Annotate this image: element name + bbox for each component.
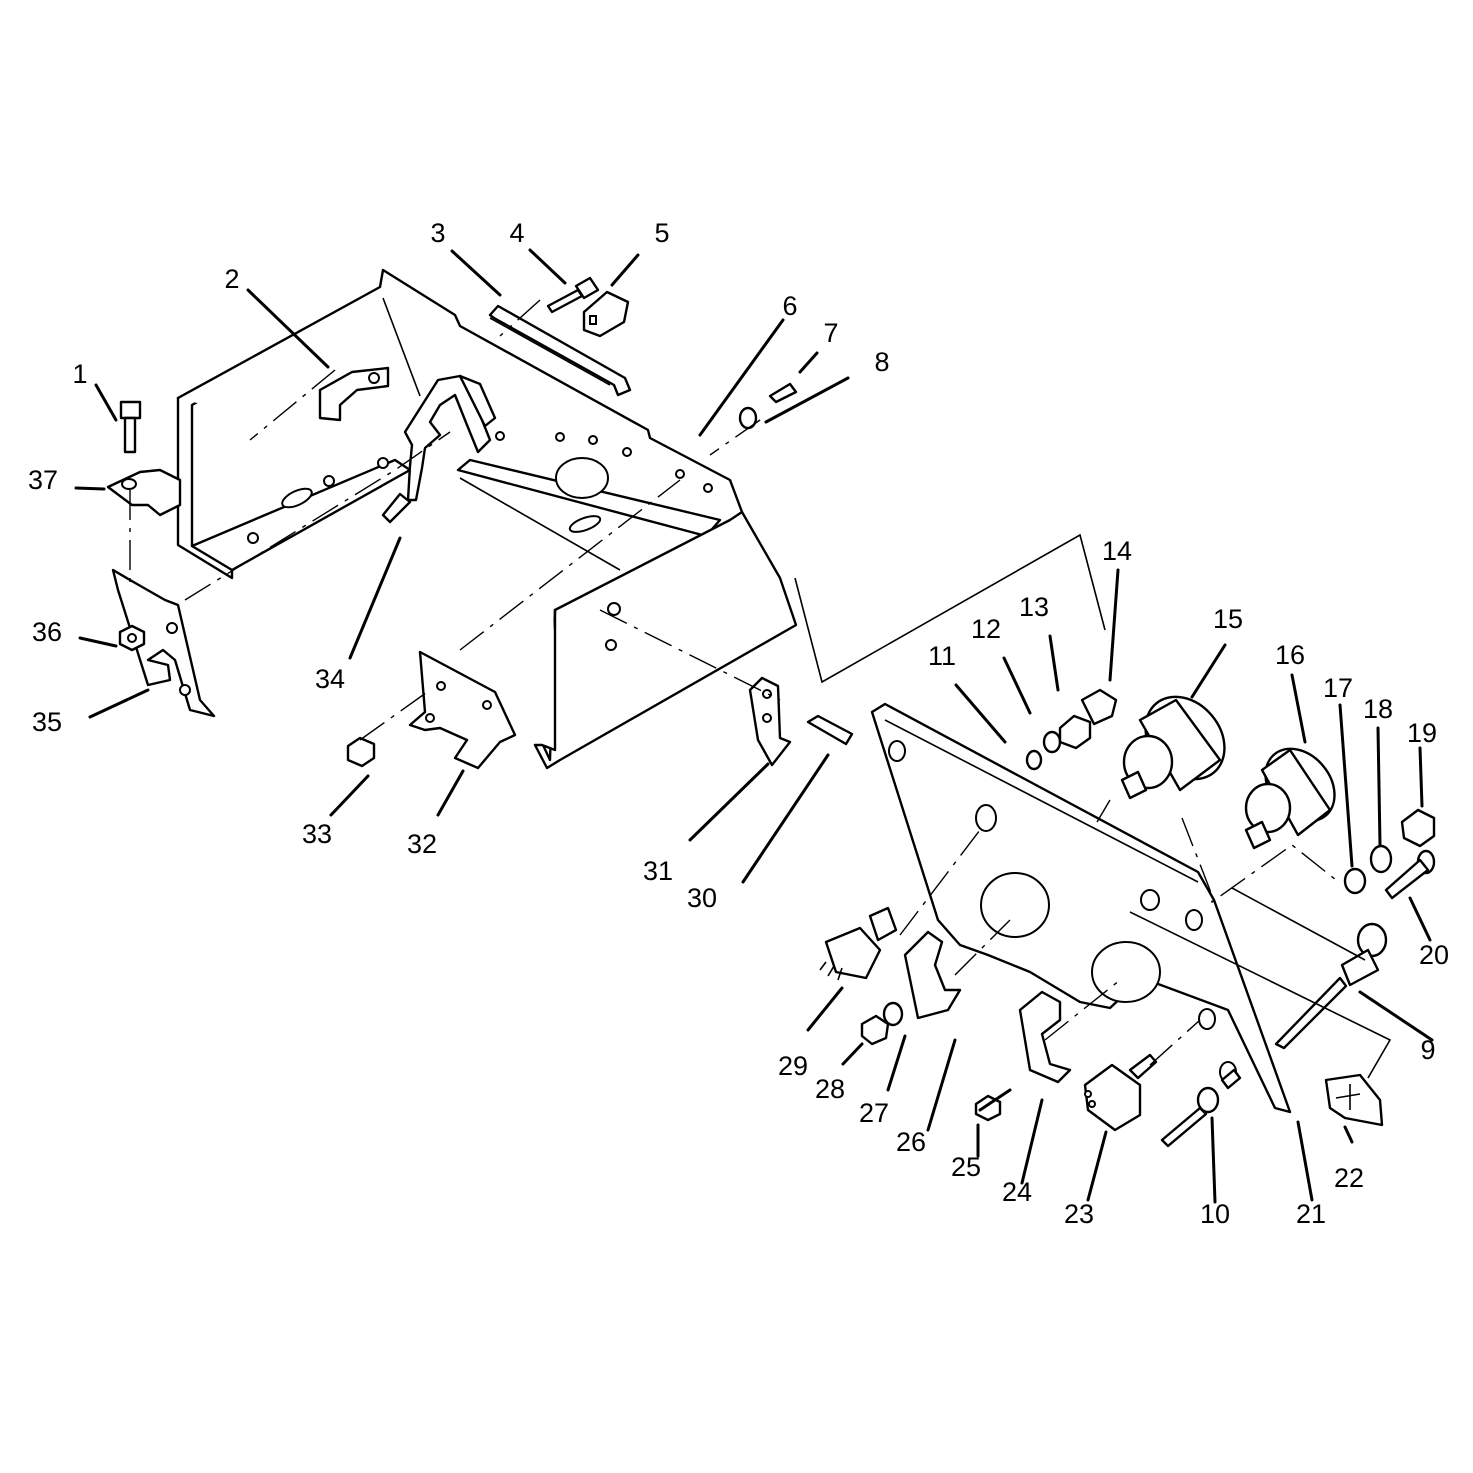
callout-9: 9 — [1420, 1035, 1435, 1065]
bracket-24 — [1018, 990, 1072, 1084]
callout-31: 31 — [643, 856, 673, 886]
callout-30: 30 — [687, 883, 717, 913]
gauge-16 — [1244, 747, 1336, 850]
callout-6: 6 — [782, 291, 797, 321]
washer-27 — [882, 1001, 904, 1027]
angle-bracket-32 — [408, 650, 517, 770]
linkage-rod — [381, 374, 497, 524]
bolt-4 — [546, 276, 600, 314]
decal-plate-22 — [1324, 1073, 1384, 1127]
callout-1: 1 — [72, 359, 87, 389]
callout-35: 35 — [32, 707, 62, 737]
callout-7: 7 — [823, 318, 838, 348]
callout-15: 15 — [1213, 604, 1243, 634]
callout-labels: 1 2 3 4 5 6 7 8 9 10 11 12 13 14 15 16 1… — [28, 218, 1449, 1229]
leader-lines — [74, 248, 1434, 1204]
callout-36: 36 — [32, 617, 62, 647]
callout-3: 3 — [430, 218, 445, 248]
callout-27: 27 — [859, 1098, 889, 1128]
callout-21: 21 — [1296, 1199, 1326, 1229]
mounting-plate-35 — [111, 568, 216, 718]
washer-11 — [1025, 749, 1043, 771]
callout-24: 24 — [1002, 1177, 1032, 1207]
clamp-37 — [106, 468, 182, 517]
screw-10 — [1160, 1068, 1242, 1148]
pin-30 — [806, 714, 854, 746]
main-bracket — [176, 268, 798, 770]
callout-2: 2 — [224, 264, 239, 294]
rubber-block — [582, 290, 630, 338]
callout-29: 29 — [778, 1051, 808, 1081]
callout-10: 10 — [1200, 1199, 1230, 1229]
callout-16: 16 — [1275, 640, 1305, 670]
washer-12 — [1042, 730, 1062, 754]
callout-19: 19 — [1407, 718, 1437, 748]
bolt-1 — [119, 400, 142, 454]
washer-18 — [1369, 844, 1393, 874]
choke-knob-9 — [1274, 922, 1388, 1050]
screw-7 — [768, 382, 798, 404]
callout-28: 28 — [815, 1074, 845, 1104]
callout-25: 25 — [951, 1152, 981, 1182]
callout-23: 23 — [1064, 1199, 1094, 1229]
callout-22: 22 — [1334, 1163, 1364, 1193]
callout-13: 13 — [1019, 592, 1049, 622]
nut-19 — [1400, 808, 1436, 848]
bolt-20 — [1384, 849, 1436, 900]
callout-17: 17 — [1323, 673, 1353, 703]
washer-17 — [1343, 867, 1367, 895]
callout-4: 4 — [509, 218, 524, 248]
nut-28 — [860, 1014, 890, 1046]
callout-34: 34 — [315, 664, 345, 694]
toggle-switch-23 — [1083, 1053, 1158, 1132]
assembly-lines — [129, 299, 1392, 1079]
connector-29 — [819, 906, 898, 981]
nut-13 — [1058, 714, 1092, 750]
callout-26: 26 — [896, 1127, 926, 1157]
terminal-14 — [1080, 688, 1118, 726]
callout-12: 12 — [971, 614, 1001, 644]
callout-18: 18 — [1363, 694, 1393, 724]
callout-32: 32 — [407, 829, 437, 859]
callout-8: 8 — [874, 347, 889, 377]
gauge-15 — [1120, 695, 1226, 800]
callout-33: 33 — [302, 819, 332, 849]
callout-20: 20 — [1419, 940, 1449, 970]
instrument-panel — [870, 702, 1292, 1114]
callout-11: 11 — [928, 641, 956, 671]
bracket-26 — [903, 930, 962, 1020]
callout-14: 14 — [1102, 536, 1132, 566]
callout-5: 5 — [654, 218, 669, 248]
nut-33 — [346, 736, 376, 768]
callout-37: 37 — [28, 465, 58, 495]
